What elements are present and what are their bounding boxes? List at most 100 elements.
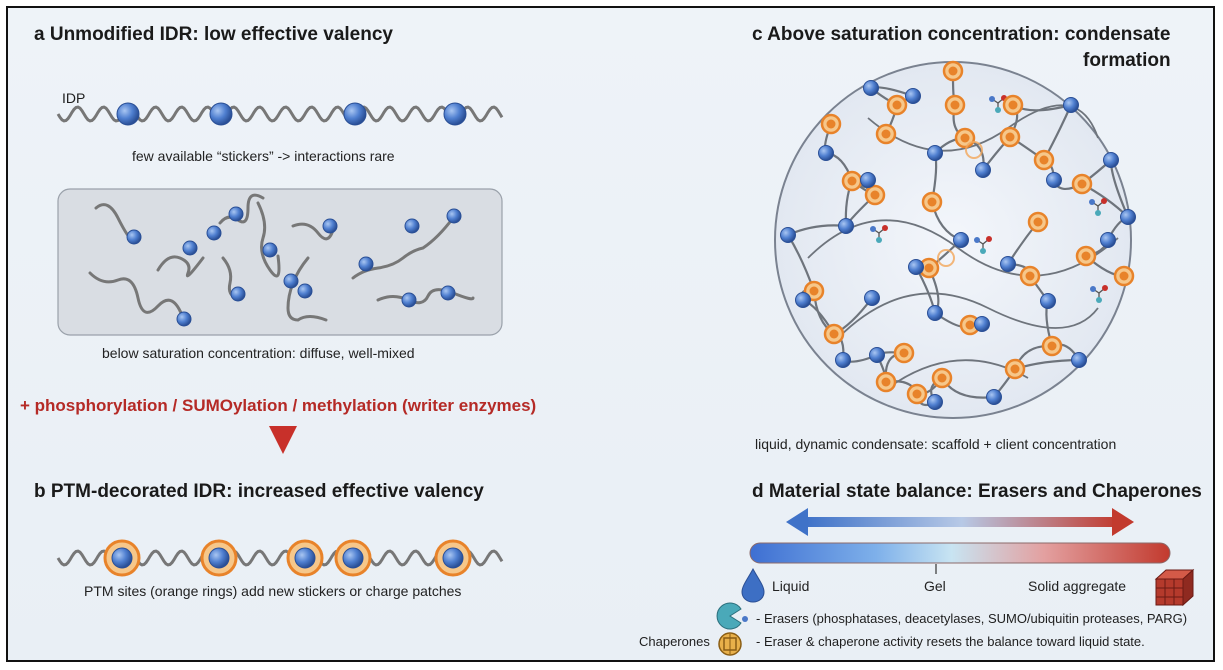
panel-d-heading: d Material state balance: Erasers and Ch… xyxy=(752,481,1202,502)
ptm-core xyxy=(1047,341,1057,351)
sticker-bead xyxy=(908,259,924,275)
client-atom xyxy=(995,107,1001,113)
sticker-bead xyxy=(1071,352,1087,368)
sticker-bead xyxy=(905,88,921,104)
ptm-core xyxy=(1005,132,1015,142)
ptm-core xyxy=(847,176,857,186)
sticker-bead xyxy=(1120,209,1136,225)
dilute-strand xyxy=(88,271,185,320)
ptm-core xyxy=(912,389,922,399)
glow-spot xyxy=(965,141,983,159)
dilute-strand xyxy=(256,201,281,278)
ptm-core xyxy=(960,133,970,143)
ptm-core xyxy=(899,348,909,358)
sticker-bead xyxy=(343,102,367,126)
ptm-core xyxy=(937,373,947,383)
client-molecule xyxy=(870,225,888,243)
down-arrow-icon xyxy=(269,426,297,454)
glow-spot xyxy=(937,249,955,267)
sticker-bead xyxy=(986,389,1002,405)
ptm-core xyxy=(829,329,839,339)
idp-label: IDP xyxy=(62,90,86,106)
sticker-bead xyxy=(1000,256,1016,272)
scale-label-liquid: Liquid xyxy=(772,578,810,594)
sticker-bead xyxy=(1046,172,1062,188)
dilute-strand xyxy=(218,193,265,225)
ptm-core xyxy=(965,320,975,330)
client-atom xyxy=(1090,286,1096,292)
ptm-core xyxy=(881,129,891,139)
scale-label-solid: Solid aggregate xyxy=(1028,578,1127,594)
condensate-network xyxy=(780,60,1136,410)
sticker-bead xyxy=(953,232,969,248)
sticker-bead xyxy=(446,208,462,224)
ptm-core xyxy=(1033,217,1043,227)
sticker-bead xyxy=(442,547,464,569)
sticker-bead xyxy=(927,305,943,321)
client-atom xyxy=(1095,210,1101,216)
sticker-bead xyxy=(974,316,990,332)
panel-b-heading: b PTM-decorated IDR: increased effective… xyxy=(34,481,484,502)
client-molecule xyxy=(1090,285,1108,303)
state-scale-bar xyxy=(749,542,1171,564)
dilute-strand xyxy=(286,256,328,322)
ptm-core xyxy=(1081,251,1091,261)
sticker-bead xyxy=(294,547,316,569)
sticker-bead xyxy=(443,102,467,126)
sticker-bead xyxy=(975,162,991,178)
erasers-note: - Erasers (phosphatases, deacetylases, S… xyxy=(756,611,1188,626)
sticker-bead xyxy=(860,172,876,188)
ptm-core xyxy=(892,100,902,110)
sticker-bead xyxy=(927,394,943,410)
sticker-bead xyxy=(126,229,142,245)
sticker-bead xyxy=(342,547,364,569)
ptm-core xyxy=(924,263,934,273)
client-atom xyxy=(986,236,992,242)
ptm-core xyxy=(1077,179,1087,189)
ptm-core xyxy=(826,119,836,129)
ptm-core xyxy=(1010,364,1020,374)
client-atom xyxy=(882,225,888,231)
dilute-strand xyxy=(376,288,475,305)
ptm-core xyxy=(809,286,819,296)
ptm-core xyxy=(1008,100,1018,110)
idp-chain xyxy=(56,102,504,126)
chaperone-icon xyxy=(718,632,742,656)
sticker-bead xyxy=(1103,152,1119,168)
sticker-bead xyxy=(111,547,133,569)
dilute-caption: below saturation concentration: diffuse,… xyxy=(102,345,415,361)
dilute-strand xyxy=(156,255,205,278)
sticker-bead xyxy=(358,256,374,272)
dilute-strand xyxy=(291,222,335,241)
client-molecule xyxy=(989,95,1007,113)
dilute-chains xyxy=(88,193,475,327)
sticker-bead xyxy=(322,218,338,234)
eraser-icon xyxy=(716,602,748,630)
sticker-bead xyxy=(863,80,879,96)
condensate-strand xyxy=(837,292,1099,339)
reset-note: - Eraser & chaperone activity resets the… xyxy=(756,634,1145,649)
sticker-bead xyxy=(1100,232,1116,248)
ptm-core xyxy=(1039,155,1049,165)
client-atom xyxy=(974,237,980,243)
sticker-bead xyxy=(927,145,943,161)
figure-artwork xyxy=(56,60,1195,656)
ptm-core xyxy=(948,66,958,76)
panel-c-heading-line1: c Above saturation concentration: conden… xyxy=(752,24,1171,45)
sticker-bead xyxy=(780,227,796,243)
client-atom xyxy=(870,226,876,232)
balance-double-arrow xyxy=(786,508,1134,536)
client-atom xyxy=(989,96,995,102)
client-atom xyxy=(876,237,882,243)
sticker-bead xyxy=(835,352,851,368)
sticker-bead xyxy=(206,225,222,241)
sticker-bead xyxy=(228,206,244,222)
sticker-bead xyxy=(208,547,230,569)
ptm-core xyxy=(870,190,880,200)
sticker-bead xyxy=(230,286,246,302)
sticker-bead xyxy=(1063,97,1079,113)
sticker-bead xyxy=(116,102,140,126)
client-atom xyxy=(1102,285,1108,291)
client-atom xyxy=(1089,199,1095,205)
panel-c-heading-line2: formation xyxy=(1083,50,1171,71)
